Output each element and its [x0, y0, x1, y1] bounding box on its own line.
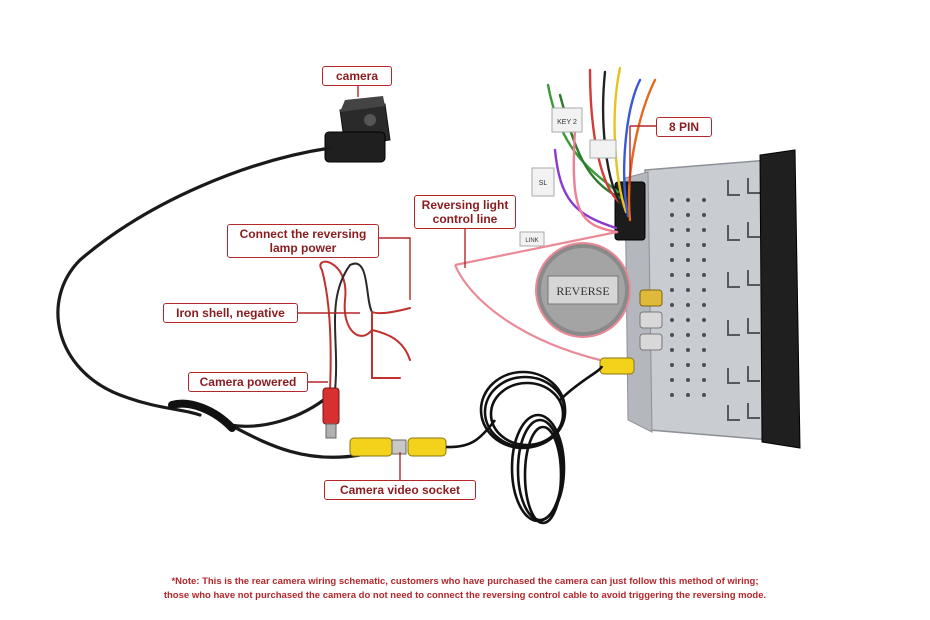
label-reversing-lamp-power-line-1: Connect the reversing: [239, 227, 367, 241]
harness-tags: KEY 2 SL LINK: [519, 107, 617, 247]
label-reversing-light-line-2: control line: [432, 212, 498, 226]
chassis-vent-holes: [670, 198, 706, 397]
label-reversing-light-control-line: Reversing light control line: [414, 195, 516, 229]
label-reversing-light-line-1: Reversing light: [421, 198, 509, 212]
camera-power-rca: [322, 387, 340, 439]
footnote-line-2: those who have not purchased the camera …: [163, 590, 767, 601]
camera-device: [324, 96, 391, 163]
label-iron-shell-negative: Iron shell, negative: [163, 303, 298, 323]
label-camera: camera: [322, 66, 392, 86]
sl-tag-text: SL: [539, 180, 548, 187]
footnote-line-1: *Note: This is the rear camera wiring sc…: [171, 576, 759, 587]
video-rca-connectors: [349, 357, 635, 457]
extension-cable-coil: [445, 365, 604, 525]
leader-lines: [297, 84, 656, 480]
reverse-tag-text: REVERSE: [556, 284, 609, 298]
reverse-zoom-bubble: REVERSE: [535, 242, 631, 338]
wire-tag-text: LINK: [525, 238, 538, 244]
radio-rca-jacks: [639, 289, 663, 351]
key-tag-text: KEY 2: [557, 119, 577, 126]
radio-head-unit: [614, 149, 801, 449]
label-reversing-lamp-power: Connect the reversing lamp power: [227, 224, 379, 258]
label-reversing-lamp-power-line-2: lamp power: [269, 241, 337, 255]
camera-cable: [56, 146, 362, 459]
power-wires: [319, 260, 411, 391]
camera-cable-junction: [168, 399, 236, 432]
label-camera-powered: Camera powered: [188, 372, 308, 392]
chassis-slots: [727, 178, 760, 421]
label-8-pin: 8 PIN: [656, 117, 712, 137]
reversing-control-line: [453, 230, 618, 362]
label-camera-video-socket: Camera video socket: [324, 480, 476, 500]
wiring-footnote: *Note: This is the rear camera wiring sc…: [40, 575, 890, 603]
